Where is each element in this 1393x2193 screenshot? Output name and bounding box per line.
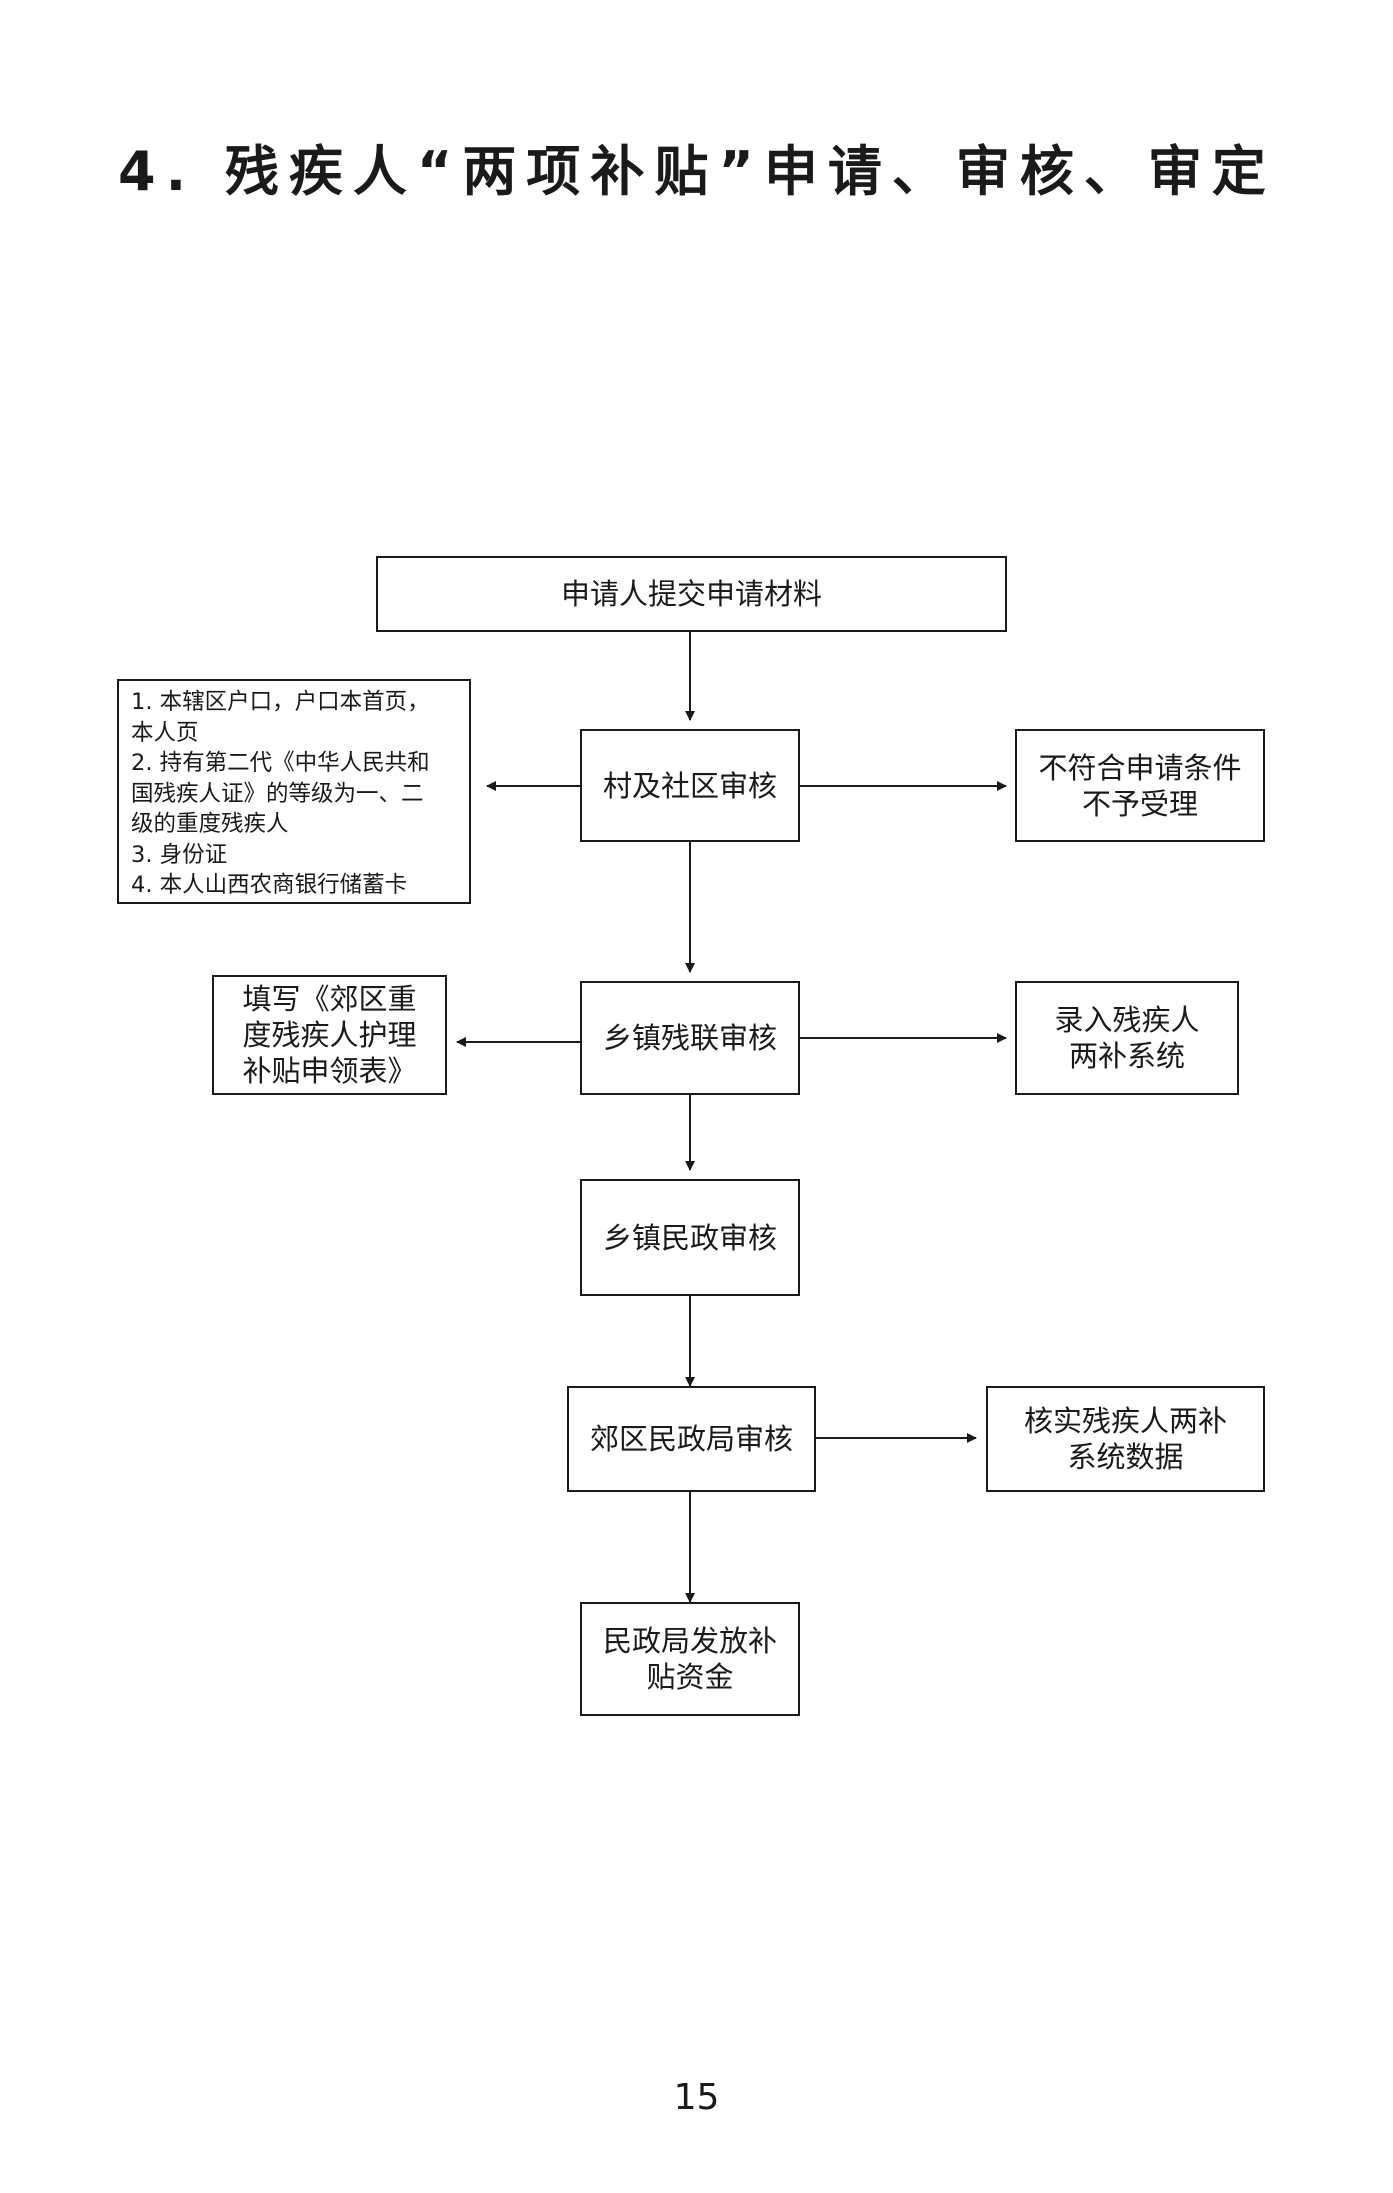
fill-form-label: 填写《郊区重 度残疾人护理 补贴申领表》 <box>242 982 417 1088</box>
requirement-line: 1. 本辖区户口，户口本首页， <box>131 689 430 715</box>
requirement-line: 国残疾人证》的等级为一、二 <box>131 780 424 807</box>
township-civil-review-box: 乡镇民政审核 <box>580 1179 800 1296</box>
village-review-box: 村及社区审核 <box>580 729 800 842</box>
reject-box: 不符合申请条件 不予受理 <box>1015 729 1265 842</box>
district-civil-review-label: 郊区民政局审核 <box>589 1422 793 1456</box>
reject-label: 不符合申请条件 不予受理 <box>1038 750 1242 821</box>
submit-materials-box: 申请人提交申请材料 <box>376 556 1007 632</box>
requirement-line: 级的重度残疾人 <box>131 811 289 837</box>
requirement-line: 3. 身份证 <box>131 841 228 868</box>
page-number: 15 <box>673 2077 720 2118</box>
disburse-funds-box: 民政局发放补 贴资金 <box>580 1602 800 1716</box>
verify-data-box: 核实残疾人两补 系统数据 <box>986 1386 1265 1492</box>
requirement-line: 4. 本人山西农商银行储蓄卡 <box>131 872 408 898</box>
requirement-line: 本人页 <box>131 719 199 746</box>
requirements-box: 1. 本辖区户口，户口本首页， 本人页 2. 持有第二代《中华人民共和 国残疾人… <box>117 679 471 904</box>
enter-system-label: 录入残疾人 两补系统 <box>1054 1003 1200 1073</box>
verify-data-label: 核实残疾人两补 系统数据 <box>1023 1404 1227 1474</box>
district-civil-review-box: 郊区民政局审核 <box>567 1386 816 1492</box>
enter-system-box: 录入残疾人 两补系统 <box>1015 981 1239 1095</box>
submit-materials-label: 申请人提交申请材料 <box>560 577 822 611</box>
disburse-funds-label: 民政局发放补 贴资金 <box>602 1624 777 1694</box>
page-title: 4. 残疾人“两项补贴”申请、审核、审定 <box>118 140 1276 203</box>
fill-form-box: 填写《郊区重 度残疾人护理 补贴申领表》 <box>212 975 447 1095</box>
requirement-line: 2. 持有第二代《中华人民共和 <box>131 750 430 776</box>
township-dpf-review-box: 乡镇残联审核 <box>580 981 800 1095</box>
township-dpf-review-label: 乡镇残联审核 <box>602 1021 777 1055</box>
village-review-label: 村及社区审核 <box>602 768 777 803</box>
township-civil-review-label: 乡镇民政审核 <box>602 1220 777 1255</box>
